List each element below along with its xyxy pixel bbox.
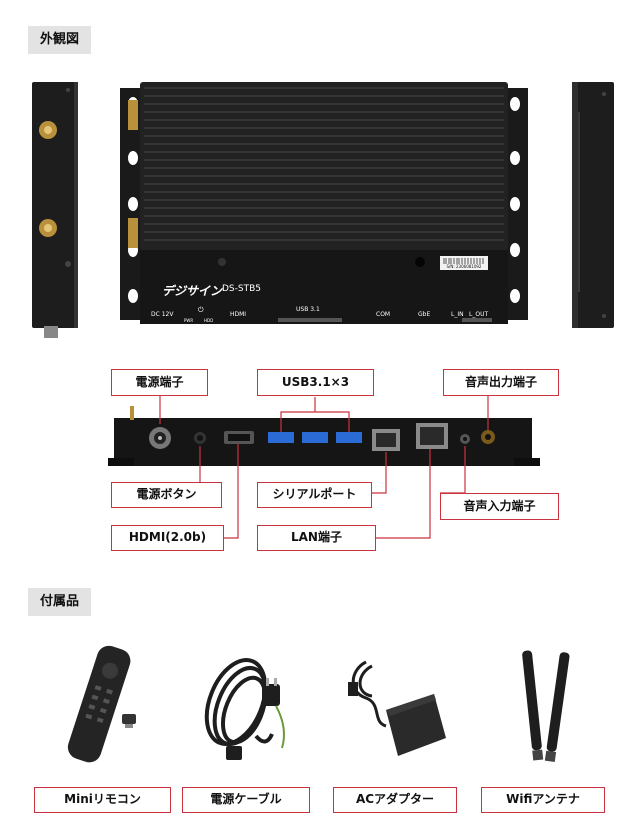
device-side-right-image — [572, 82, 614, 328]
port-label-usb: USB 3.1 — [296, 306, 320, 313]
wifi-antenna-image — [522, 650, 570, 763]
accessory-antenna-label: Wifiアンテナ — [481, 787, 605, 813]
device-model-label: DS-STB5 — [222, 284, 262, 294]
accessory-remote-label: Miniリモコン — [34, 787, 171, 813]
callout-lan: LAN端子 — [257, 525, 376, 551]
antenna-connector-icon — [39, 121, 57, 139]
section-title-exterior: 外観図 — [28, 26, 92, 54]
antenna-connector-icon — [39, 219, 57, 237]
port-label-lout: L_OUT — [469, 311, 489, 318]
port-label-hdd: HDD — [204, 318, 214, 323]
port-label-lin: L_IN — [451, 311, 464, 318]
device-side-left-image — [32, 82, 78, 338]
port-label-gbe: GbE — [418, 311, 431, 318]
remote-control-image — [67, 645, 136, 763]
callout-hdmi: HDMI(2.0b) — [111, 525, 224, 551]
callout-usb: USB3.1×3 — [257, 369, 374, 396]
port-label-dc: DC 12V — [151, 311, 174, 318]
callout-audio-out: 音声出力端子 — [443, 369, 559, 396]
device-front-view: デジサイン DS-STB5 S/N: 2306081092 DC 12V ⏻ P… — [118, 82, 530, 327]
power-cable-image — [204, 658, 285, 760]
port-callout-diagram — [108, 396, 540, 539]
section-title-accessories: 付属品 — [28, 588, 92, 616]
device-brand-logo: デジサイン — [162, 284, 223, 298]
callout-power-port: 電源端子 — [111, 369, 208, 396]
accessory-adapter-label: ACアダプター — [333, 787, 457, 813]
device-front-image — [120, 82, 528, 324]
callout-audio-in: 音声入力端子 — [440, 493, 559, 520]
callout-serial-port: シリアルポート — [257, 482, 372, 508]
ac-adapter-image — [348, 660, 446, 756]
accessory-cable-label: 電源ケーブル — [182, 787, 310, 813]
port-label-com: COM — [376, 311, 391, 318]
device-serial-label: S/N: 2306081092 — [446, 264, 482, 269]
callout-power-button: 電源ボタン — [111, 482, 222, 508]
port-label-hdmi: HDMI — [230, 311, 247, 318]
power-symbol-icon: ⏻ — [198, 306, 204, 314]
port-label-pwr: PWR — [184, 318, 194, 323]
